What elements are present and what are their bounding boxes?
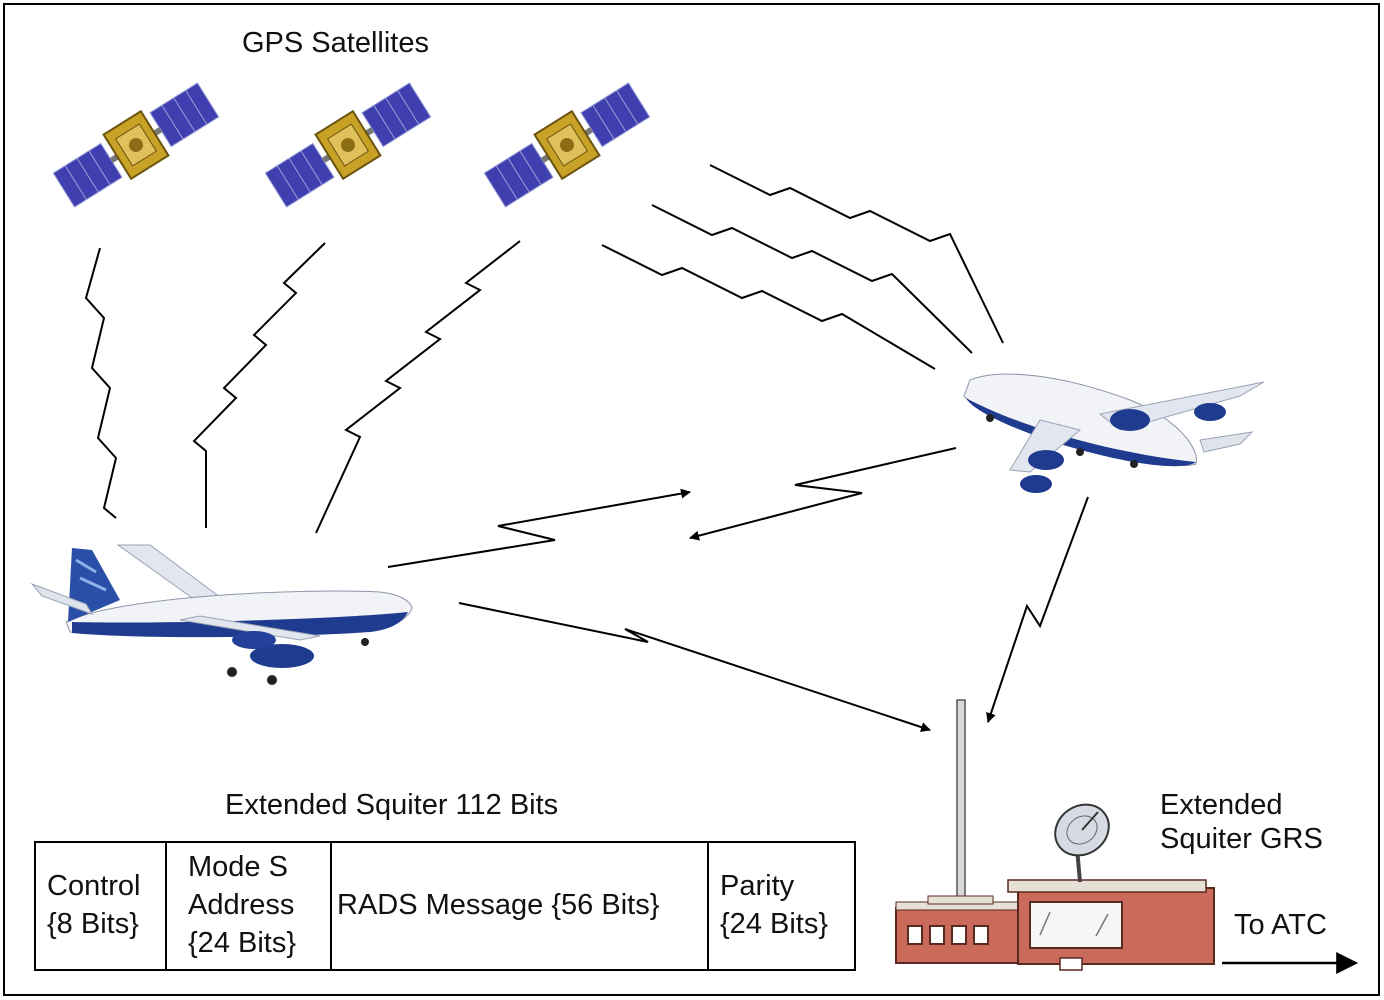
field-parity: Parity {24 Bits} [708,842,855,970]
dish-antenna-icon [1054,803,1110,883]
field-parity-name: Parity [720,870,795,903]
ground-station-icon [895,879,1215,971]
field-address: Mode S Address {24 Bits} [166,842,331,970]
atc-label: To ATC [1234,909,1327,941]
field-control-name: Control [47,870,141,903]
antenna-mast-icon [956,699,966,901]
ground-station-label: Extended Squiter GRS [1160,788,1323,856]
field-rads-message: RADS Message {56 Bits} [331,842,708,970]
satellite-icon [261,76,435,214]
datalink-arrows [387,447,1089,732]
ground-station-label-line2: Squiter GRS [1160,823,1323,856]
field-address-bits: {24 Bits} [188,926,297,959]
field-address-name-2: Address [188,889,295,922]
airliner-icon [30,544,413,685]
jumbo-jet-icon [963,373,1265,493]
field-parity-bits: {24 Bits} [720,908,829,940]
message-format-table [34,841,856,971]
satellite-icon [480,76,654,214]
field-control-bits: {8 Bits} [47,908,139,940]
ground-station-label-line1: Extended [1160,789,1283,821]
field-address-name-1: Mode S [188,851,288,884]
message-caption: Extended Squiter 112 Bits [225,789,559,821]
diagram-title: GPS Satellites [242,27,429,59]
field-rads-message-text: RADS Message {56 Bits} [337,889,660,922]
satellite-signal-links [84,164,1004,534]
field-control: Control {8 Bits} [35,842,166,970]
satellite-icon [49,76,223,214]
diagram-frame [3,3,1380,996]
